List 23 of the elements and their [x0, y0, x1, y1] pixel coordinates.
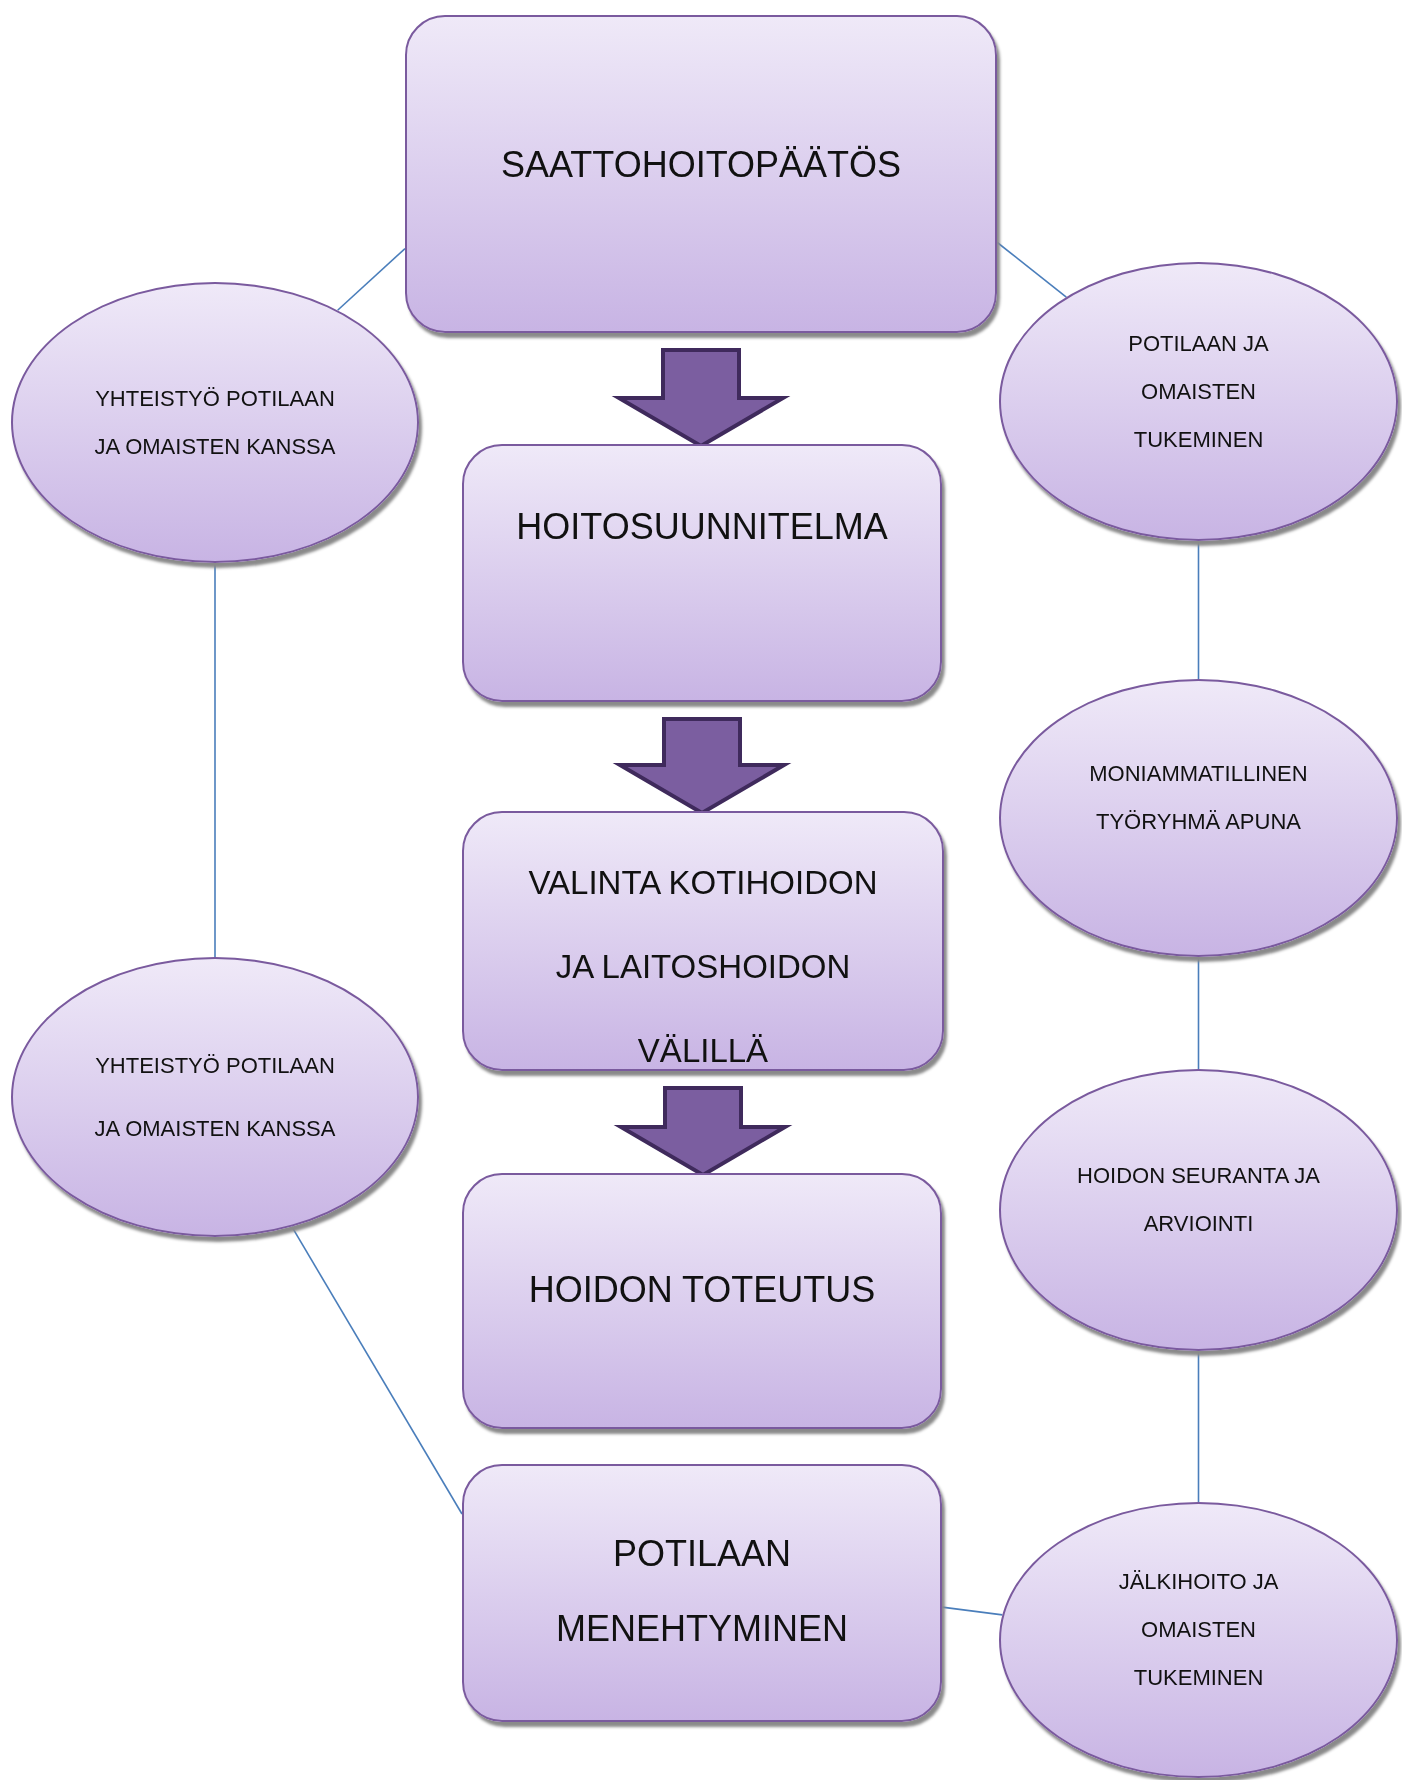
connector-line: [336, 247, 406, 312]
node-label: YHTEISTYÖ POTILAAN JA OMAISTEN KANSSA: [93, 384, 337, 461]
connector-line: [291, 1225, 463, 1515]
connector-line: [1197, 956, 1200, 1070]
rounded-box: [462, 811, 944, 1071]
node-label: JÄLKIHOITO JA OMAISTEN TUKEMINEN: [1117, 1568, 1280, 1692]
node-label: POTILAAN MENEHTYMINEN: [555, 1532, 849, 1651]
node-label: HOITOSUUNNITELMA: [516, 505, 888, 549]
rounded-box: [462, 1464, 942, 1722]
node-label: SAATTOHOITOPÄÄTÖS: [500, 143, 902, 187]
rounded-box: [405, 15, 997, 333]
connector-line: [214, 562, 216, 958]
connector-line: [1197, 540, 1200, 680]
node-label: HOIDON SEURANTA JA ARVIOINTI: [1076, 1162, 1321, 1238]
node-label: MONIAMMATILLINEN TYÖRYHMÄ APUNA: [1088, 760, 1309, 836]
rounded-box: [462, 444, 942, 702]
connector-line: [996, 241, 1068, 298]
node-label: HOIDON TOTEUTUS: [528, 1268, 876, 1312]
node-label: YHTEISTYÖ POTILAAN JA OMAISTEN KANSSA: [93, 1052, 337, 1143]
node-label: VALINTA KOTIHOIDON JA LAITOSHOIDON VÄLILLÄ: [527, 863, 879, 1071]
connector-line: [1197, 1350, 1200, 1503]
node-label: POTILAAN JA OMAISTEN TUKEMINEN: [1127, 329, 1270, 454]
rounded-box: [462, 1173, 942, 1429]
